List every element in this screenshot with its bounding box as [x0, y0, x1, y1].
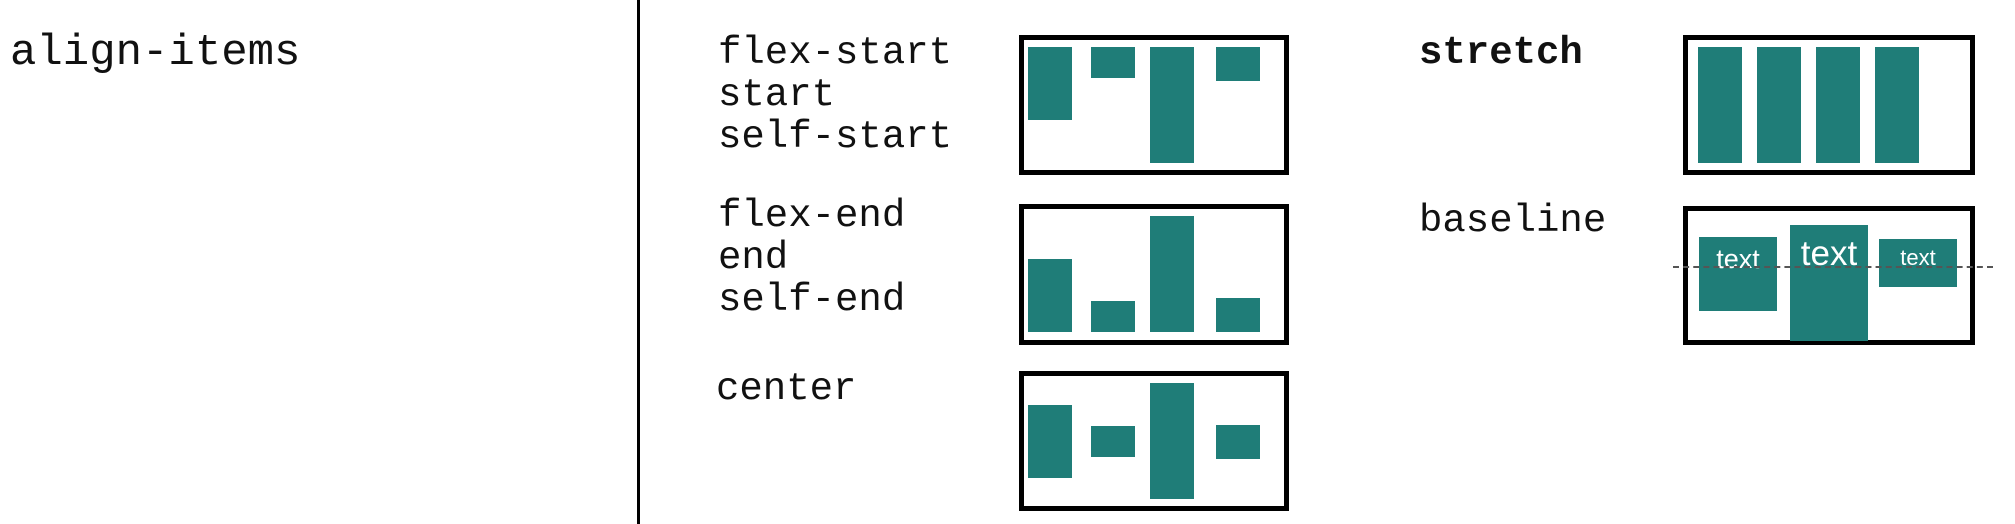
baseline-item-2: text — [1790, 225, 1868, 341]
center-item-3 — [1150, 383, 1194, 499]
flex-start-item-3 — [1150, 47, 1194, 163]
flex-end-item-3 — [1150, 216, 1194, 332]
page-title: align-items — [10, 28, 301, 78]
center-item-4 — [1216, 425, 1260, 459]
flex-end-item-2 — [1091, 301, 1135, 332]
flex-end-item-1 — [1028, 259, 1072, 332]
baseline-item-1: text — [1699, 237, 1777, 311]
flex-start-container — [1019, 35, 1289, 175]
flex-end-container — [1019, 204, 1289, 345]
stretch-item-3 — [1816, 47, 1860, 163]
label-flex-start-group: flex-start start self-start — [718, 32, 952, 158]
label-flex-end: flex-end — [718, 194, 906, 238]
stretch-item-4 — [1875, 47, 1919, 163]
label-flex-start: flex-start — [718, 31, 953, 75]
label-self-end: self-end — [718, 278, 906, 322]
baseline-item-3: text — [1879, 239, 1957, 287]
stretch-item-1 — [1698, 47, 1742, 163]
label-stretch-group: stretch — [1419, 32, 1583, 74]
label-center-group: center — [716, 368, 856, 410]
label-baseline: baseline — [1419, 199, 1607, 243]
center-item-2 — [1091, 426, 1135, 457]
flex-start-item-2 — [1091, 47, 1135, 78]
flex-end-item-4 — [1216, 298, 1260, 332]
center-item-1 — [1028, 405, 1072, 478]
label-flex-end-group: flex-end end self-end — [718, 195, 905, 321]
baseline-container: text text text — [1683, 206, 1975, 345]
label-end: end — [718, 236, 789, 280]
label-start: start — [718, 73, 836, 117]
vertical-divider — [637, 0, 640, 524]
label-self-start: self-start — [718, 115, 953, 159]
flex-start-item-4 — [1216, 47, 1260, 81]
label-baseline-group: baseline — [1419, 200, 1606, 242]
stretch-item-2 — [1757, 47, 1801, 163]
baseline-guide-line — [1673, 266, 1993, 268]
label-stretch: stretch — [1419, 31, 1583, 75]
stretch-container — [1683, 35, 1975, 175]
flex-start-item-1 — [1028, 47, 1072, 120]
center-container — [1019, 371, 1289, 511]
label-center: center — [716, 367, 857, 411]
